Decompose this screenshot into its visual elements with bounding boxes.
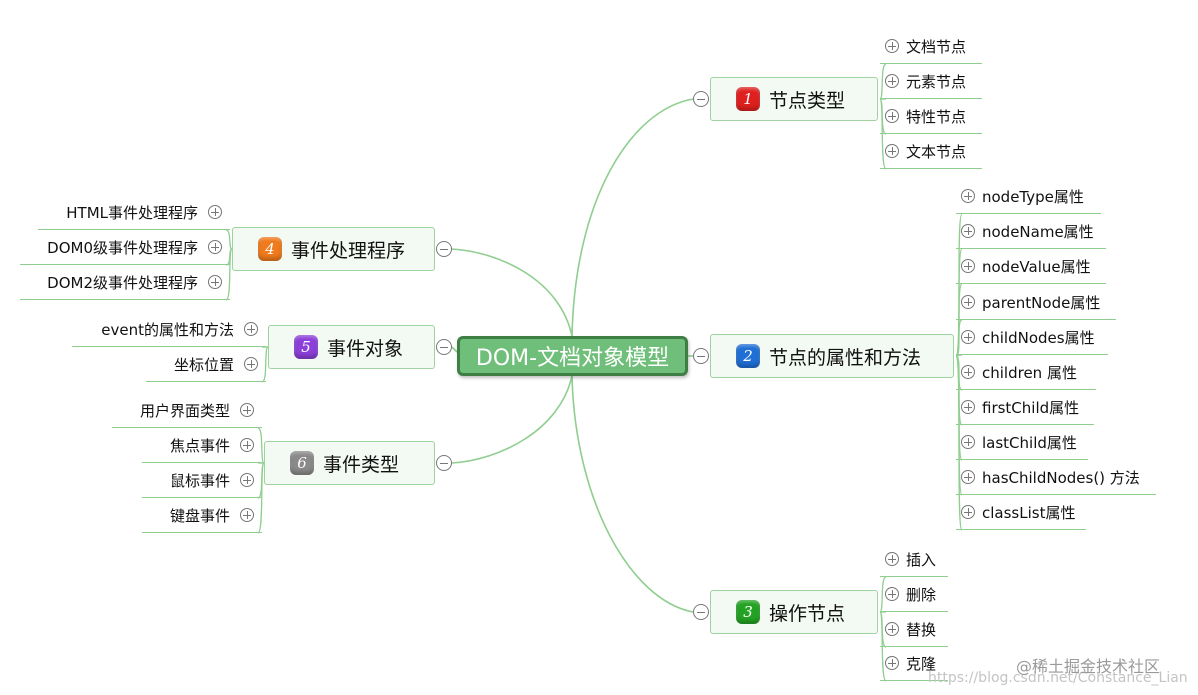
watermark-url: https://blog.csdn.net/Constance_Lian <box>928 670 1188 686</box>
branch-event-object[interactable]: 5 事件对象 <box>268 325 435 369</box>
branch-event-handlers[interactable]: 4 事件处理程序 <box>232 227 435 271</box>
expand-icon[interactable] <box>885 74 899 88</box>
leaf-node[interactable]: nodeValue属性 <box>956 250 1106 284</box>
expand-icon[interactable] <box>208 205 222 219</box>
leaf-node[interactable]: lastChild属性 <box>956 426 1088 460</box>
leaf-node[interactable]: 元素节点 <box>880 65 982 99</box>
expand-icon[interactable] <box>961 189 975 203</box>
expand-icon[interactable] <box>885 622 899 636</box>
expand-icon[interactable] <box>244 357 258 371</box>
priority-4-icon: 4 <box>258 237 282 261</box>
connector-line <box>451 346 458 353</box>
expand-icon[interactable] <box>208 240 222 254</box>
leaf-node[interactable]: 文档节点 <box>880 30 982 64</box>
expand-icon[interactable] <box>885 39 899 53</box>
connector-line <box>879 576 887 613</box>
connector-line <box>257 427 265 464</box>
leaf-node[interactable]: parentNode属性 <box>956 286 1116 320</box>
expand-icon[interactable] <box>208 275 222 289</box>
priority-2-icon: 2 <box>736 344 760 368</box>
expand-icon[interactable] <box>961 330 975 344</box>
leaf-node[interactable]: DOM2级事件处理程序 <box>20 266 230 300</box>
leaf-node[interactable]: nodeType属性 <box>956 180 1101 214</box>
connector-line <box>261 346 269 383</box>
connector-line <box>571 375 694 613</box>
connector-line <box>225 229 233 250</box>
leaf-node[interactable]: event的属性和方法 <box>72 313 266 347</box>
expand-icon[interactable] <box>961 435 975 449</box>
root-node[interactable]: DOM-文档对象模型 <box>457 336 688 376</box>
connector-line <box>955 355 963 531</box>
leaf-node[interactable]: DOM0级事件处理程序 <box>20 231 230 265</box>
branch-label: 事件对象 <box>327 337 404 360</box>
leaf-node[interactable]: 键盘事件 <box>142 499 262 533</box>
connector-line <box>225 248 233 301</box>
connector-line <box>451 375 573 464</box>
expand-icon[interactable] <box>240 508 254 522</box>
branch-label: 操作节点 <box>769 602 846 625</box>
branch-event-types[interactable]: 6 事件类型 <box>264 441 435 485</box>
leaf-node[interactable]: 特性节点 <box>880 100 982 134</box>
leaf-node[interactable]: 文本节点 <box>880 135 982 169</box>
expand-icon[interactable] <box>244 322 258 336</box>
expand-icon[interactable] <box>885 587 899 601</box>
branch-label: 事件类型 <box>323 453 400 476</box>
expand-icon[interactable] <box>240 473 254 487</box>
leaf-node[interactable]: childNodes属性 <box>956 321 1108 355</box>
expand-icon[interactable] <box>885 656 899 670</box>
leaf-node[interactable]: 用户界面类型 <box>112 394 262 428</box>
branch-label: 事件处理程序 <box>291 239 406 262</box>
branch-node-properties[interactable]: 2 节点的属性和方法 <box>710 334 954 378</box>
priority-3-icon: 3 <box>736 600 760 624</box>
leaf-node[interactable]: 克隆 <box>880 647 948 681</box>
leaf-node[interactable]: 插入 <box>880 543 948 577</box>
expand-icon[interactable] <box>961 505 975 519</box>
branch-node-type[interactable]: 1 节点类型 <box>710 77 878 121</box>
expand-icon[interactable] <box>961 295 975 309</box>
collapse-icon[interactable] <box>693 348 709 364</box>
collapse-icon[interactable] <box>436 241 452 257</box>
leaf-node[interactable]: hasChildNodes() 方法 <box>956 461 1156 495</box>
collapse-icon[interactable] <box>693 91 709 107</box>
connector-line <box>571 98 694 337</box>
priority-1-icon: 1 <box>736 87 760 111</box>
expand-icon[interactable] <box>240 438 254 452</box>
expand-icon[interactable] <box>961 400 975 414</box>
leaf-node[interactable]: children 属性 <box>956 356 1096 390</box>
connector-line <box>879 63 887 100</box>
expand-icon[interactable] <box>885 109 899 123</box>
leaf-node[interactable]: nodeName属性 <box>956 215 1106 249</box>
leaf-node[interactable]: 坐标位置 <box>146 348 266 382</box>
priority-5-icon: 5 <box>294 335 318 359</box>
connector-line <box>879 98 887 170</box>
leaf-node[interactable]: classList属性 <box>956 496 1086 530</box>
expand-icon[interactable] <box>240 403 254 417</box>
priority-6-icon: 6 <box>290 451 314 475</box>
watermark-site: @稀土掘金技术社区 <box>1016 657 1161 676</box>
expand-icon[interactable] <box>961 365 975 379</box>
leaf-node[interactable]: HTML事件处理程序 <box>38 196 230 230</box>
expand-icon[interactable] <box>961 470 975 484</box>
expand-icon[interactable] <box>961 224 975 238</box>
branch-node-operations[interactable]: 3 操作节点 <box>710 590 878 634</box>
leaf-node[interactable]: 替换 <box>880 613 948 647</box>
expand-icon[interactable] <box>885 552 899 566</box>
connector-line <box>257 462 265 534</box>
leaf-node[interactable]: 删除 <box>880 578 948 612</box>
root-label: DOM-文档对象模型 <box>475 346 670 371</box>
leaf-node[interactable]: 鼠标事件 <box>142 464 262 498</box>
connector-line <box>451 248 573 337</box>
branch-label: 节点的属性和方法 <box>769 346 922 369</box>
leaf-node[interactable]: firstChild属性 <box>956 391 1094 425</box>
branch-label: 节点类型 <box>769 89 846 112</box>
leaf-node[interactable]: 焦点事件 <box>142 429 262 463</box>
expand-icon[interactable] <box>885 144 899 158</box>
collapse-icon[interactable] <box>436 455 452 471</box>
collapse-icon[interactable] <box>693 604 709 620</box>
collapse-icon[interactable] <box>436 339 452 355</box>
expand-icon[interactable] <box>961 259 975 273</box>
